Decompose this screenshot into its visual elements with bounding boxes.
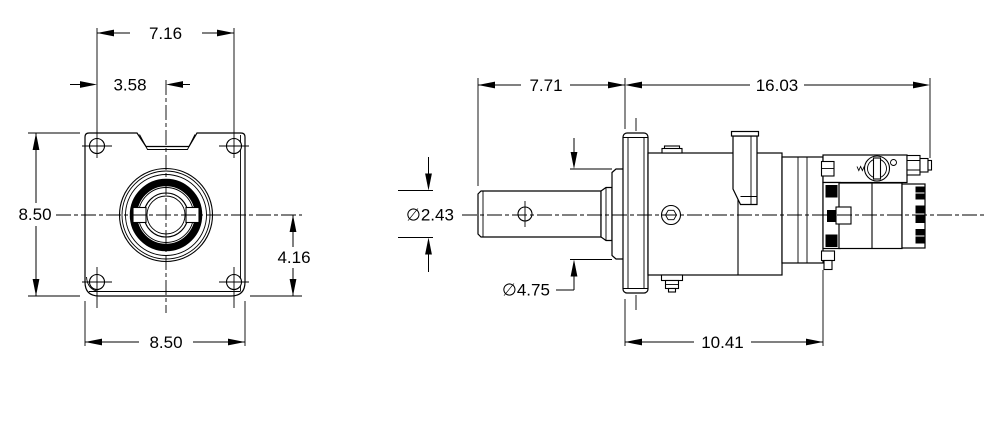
dim-text-dia-4-75: ∅4.75 <box>502 281 550 300</box>
front-view: 7.16 3.58 8.50 4.16 <box>18 24 310 352</box>
set-screw <box>890 159 897 166</box>
rear-cover-bolts <box>820 160 836 271</box>
end-cap <box>901 183 926 249</box>
adjustment-knob <box>863 155 891 182</box>
dim-bolt-to-centerline: 3.58 <box>70 76 190 95</box>
dim-shaft-protrusion: 7.71 <box>477 76 626 186</box>
dim-plate-width: 8.50 <box>84 301 246 352</box>
port-fitting <box>906 154 933 176</box>
center-boss <box>835 206 852 225</box>
dim-overall-body-length: 16.03 <box>625 76 931 158</box>
dim-pilot-diameter: ∅4.75 <box>502 138 612 300</box>
dim-text-7-71: 7.71 <box>529 76 562 95</box>
dim-text-8-50-width: 8.50 <box>149 333 182 352</box>
mounting-bracket <box>730 130 760 206</box>
dim-centerline-to-bottom: 4.16 <box>250 215 311 297</box>
top-plug <box>661 147 683 154</box>
dim-front-housing-length: 10.41 <box>624 270 824 352</box>
dim-text-4-16: 4.16 <box>277 248 310 267</box>
dim-text-dia-2-43: ∅2.43 <box>406 206 454 225</box>
dim-text-16-03: 16.03 <box>756 76 799 95</box>
dim-text-3-58: 3.58 <box>113 76 146 95</box>
drain-plug <box>660 274 684 293</box>
valve-marking <box>856 165 865 172</box>
pilot-collar <box>611 168 625 260</box>
notch-inner-line <box>139 134 196 150</box>
dim-shaft-diameter: ∅2.43 <box>398 157 454 272</box>
mounting-plate <box>84 132 246 297</box>
dim-text-7-16: 7.16 <box>149 24 182 43</box>
shaft-step <box>600 186 613 242</box>
dim-bolt-spacing-width: 7.16 <box>96 24 235 158</box>
knob-slot <box>872 157 882 180</box>
side-view: 7.71 16.03 10.41 ∅2.43 <box>398 76 985 352</box>
mid-section <box>781 156 824 264</box>
dim-plate-height: 8.50 <box>18 132 80 297</box>
dim-text-8-50-height: 8.50 <box>18 205 51 224</box>
drive-shaft <box>477 190 602 238</box>
dim-text-10-41: 10.41 <box>701 333 744 352</box>
